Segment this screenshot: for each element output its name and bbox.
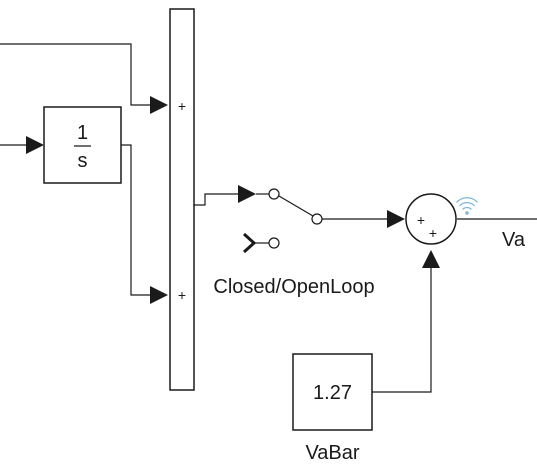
arrow-switch-in — [238, 185, 256, 203]
constant-value: 1.27 — [313, 382, 352, 404]
arrow-mux-top-in — [150, 96, 168, 114]
arrow-mux-bottom-in — [150, 286, 168, 304]
switch-output-terminal — [311, 213, 323, 225]
switch-label: Closed/OpenLoop — [213, 276, 374, 298]
output-signal-label: Va — [502, 229, 526, 251]
integrator-numerator: 1 — [77, 122, 88, 144]
arrow-integrator-in — [26, 136, 44, 154]
mux-block[interactable]: + + — [169, 8, 195, 391]
mux-port-bottom-sign: + — [178, 287, 186, 303]
signal-logging-icon[interactable] — [456, 197, 478, 215]
arrow-sum-bottom-in — [422, 250, 440, 268]
signal-line-integrator-out[interactable] — [121, 144, 150, 296]
integrator-block[interactable]: 1 s — [43, 106, 122, 184]
manual-switch-block[interactable]: Closed/OpenLoop — [213, 188, 375, 298]
switch-lever[interactable] — [278, 195, 314, 217]
sum-block[interactable]: + + — [405, 193, 457, 245]
signal-line-constant-out[interactable] — [372, 268, 432, 393]
sum-sign-left: + — [417, 212, 425, 228]
switch-input-terminal — [268, 188, 280, 200]
constant-label: VaBar — [305, 442, 359, 464]
signal-line-top[interactable] — [0, 43, 150, 106]
switch-open-terminal — [268, 237, 280, 249]
constant-block[interactable]: 1.27 VaBar — [292, 353, 373, 464]
switch-unconnected-port-icon — [242, 232, 257, 254]
integrator-denominator: s — [78, 150, 88, 172]
arrow-sum-left-in — [387, 210, 405, 228]
signal-line-mux-out[interactable] — [194, 193, 238, 206]
mux-port-top-sign: + — [178, 98, 186, 114]
sum-sign-bottom: + — [429, 225, 437, 241]
